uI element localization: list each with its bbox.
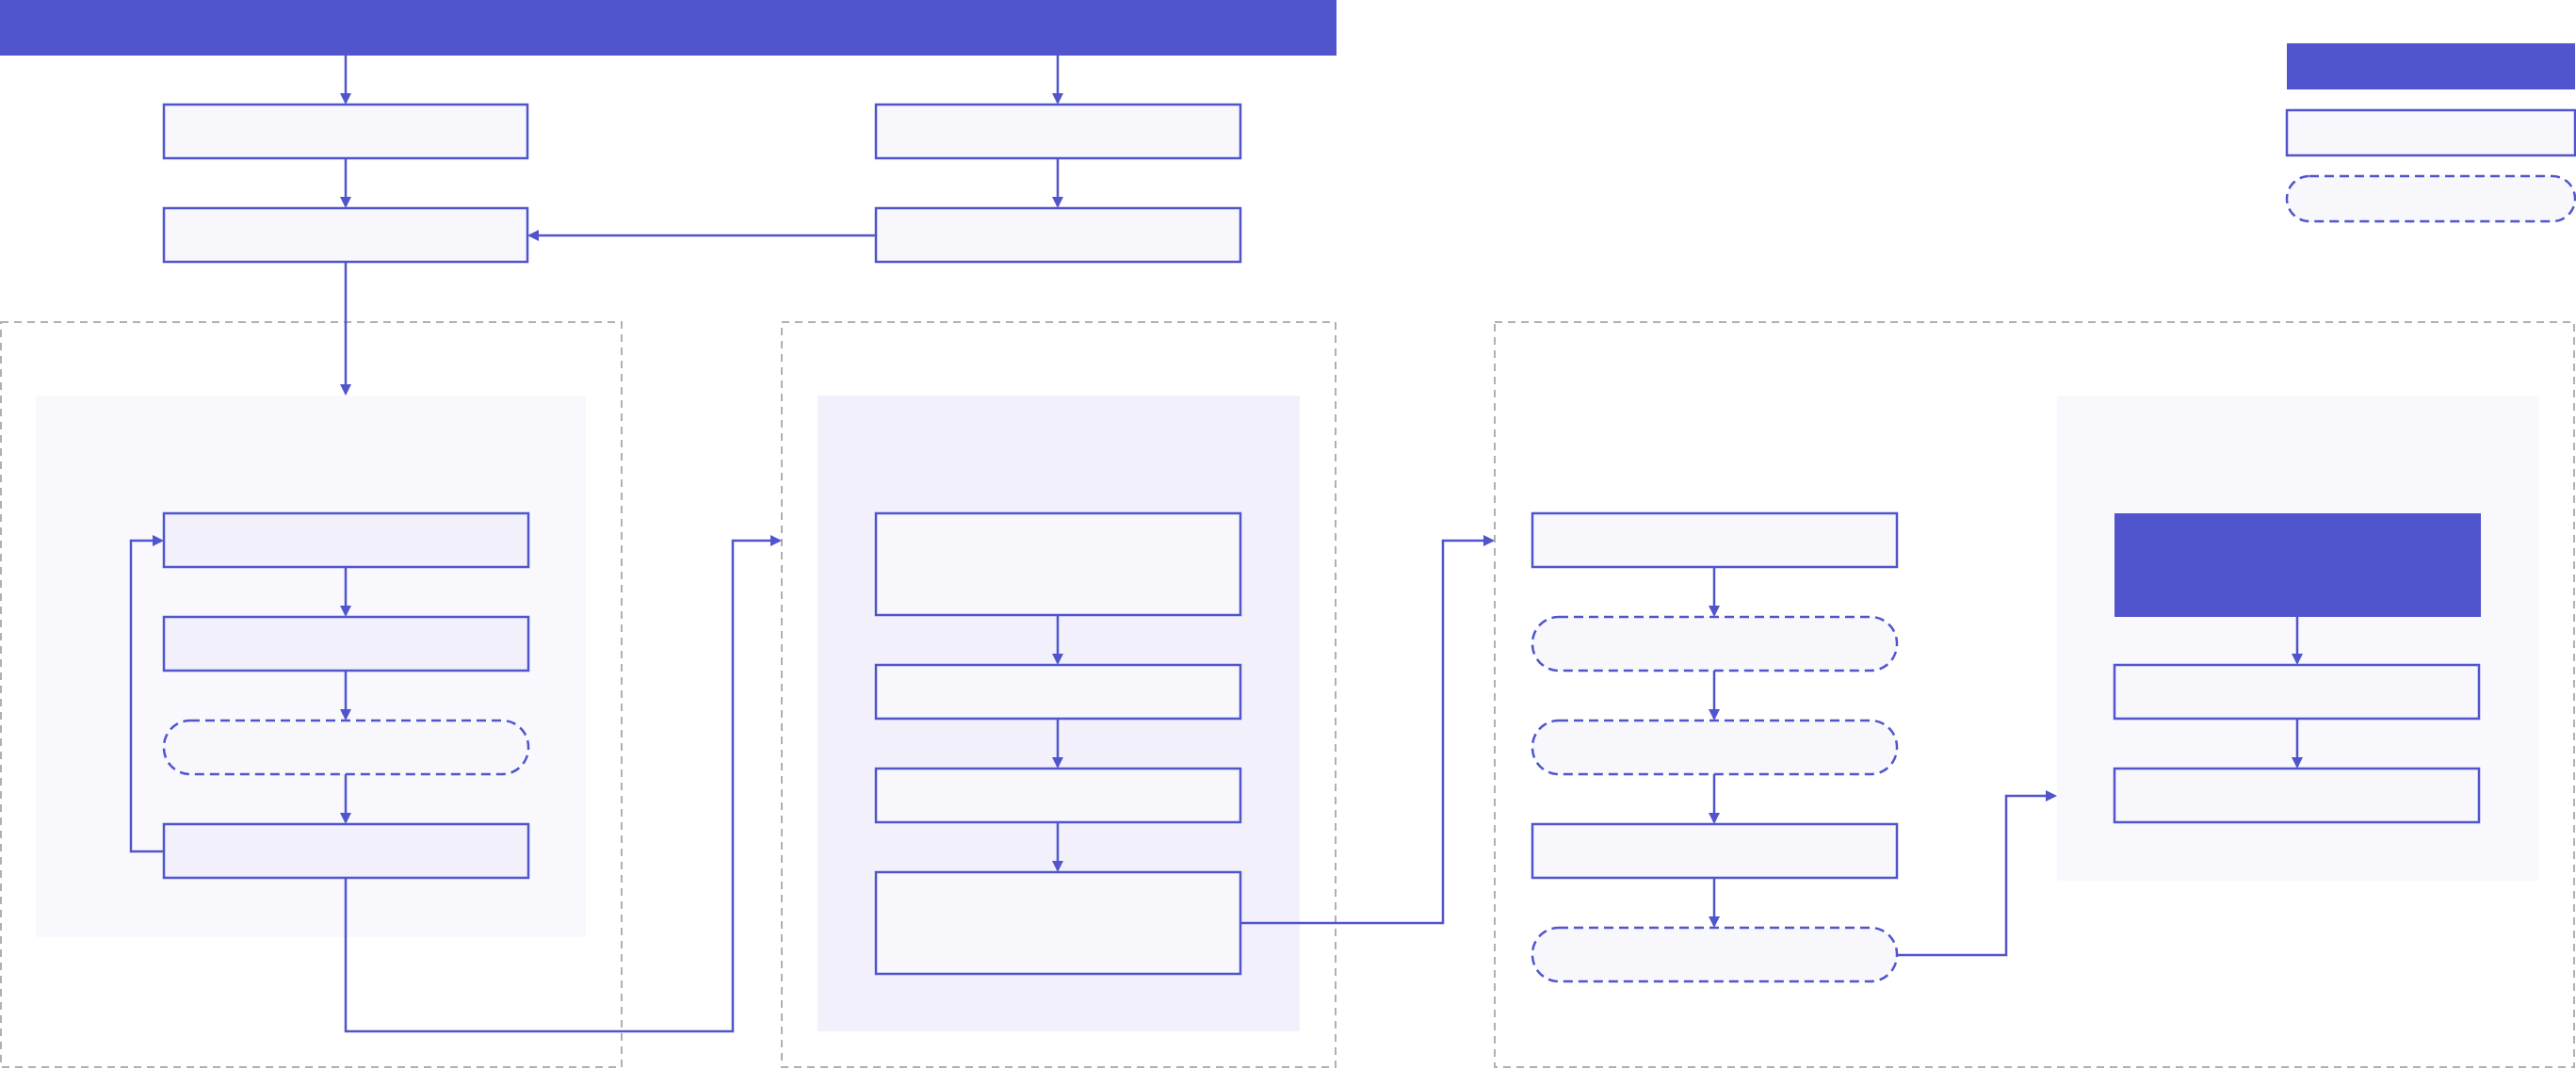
top-banner: [0, 0, 1337, 56]
loop-step-2: [162, 615, 530, 672]
right-step-5: [1531, 926, 1899, 983]
loop-step-1: [162, 511, 530, 569]
legend-swatch-dashed: [2285, 174, 2576, 223]
right-step-3: [1531, 719, 1899, 776]
left-source-a: [162, 103, 529, 160]
loop-step-4: [162, 822, 530, 880]
left-source-b: [162, 206, 529, 264]
inner-step-2: [2113, 767, 2481, 824]
connector-left-group-to-middle: [344, 535, 782, 1033]
mid-step-2: [874, 663, 1242, 721]
legend-swatch-outlined: [2285, 108, 2576, 157]
right-step-1: [1531, 511, 1899, 569]
right-source-b: [874, 206, 1242, 264]
connector-right-5-to-inner-panel: [1897, 790, 2057, 957]
connector-middle-to-right-group: [1240, 535, 1495, 925]
legend-swatch-filled: [2287, 43, 2575, 89]
mid-step-1: [874, 511, 1242, 617]
mid-step-4: [874, 870, 1242, 976]
inner-header: [2114, 513, 2481, 617]
mid-step-3: [874, 767, 1242, 824]
right-source-a: [874, 103, 1242, 160]
connector-loop-back: [129, 535, 164, 853]
loop-step-3: [162, 719, 530, 776]
inner-step-1: [2113, 663, 2481, 721]
right-step-2: [1531, 615, 1899, 672]
right-step-4: [1531, 822, 1899, 880]
